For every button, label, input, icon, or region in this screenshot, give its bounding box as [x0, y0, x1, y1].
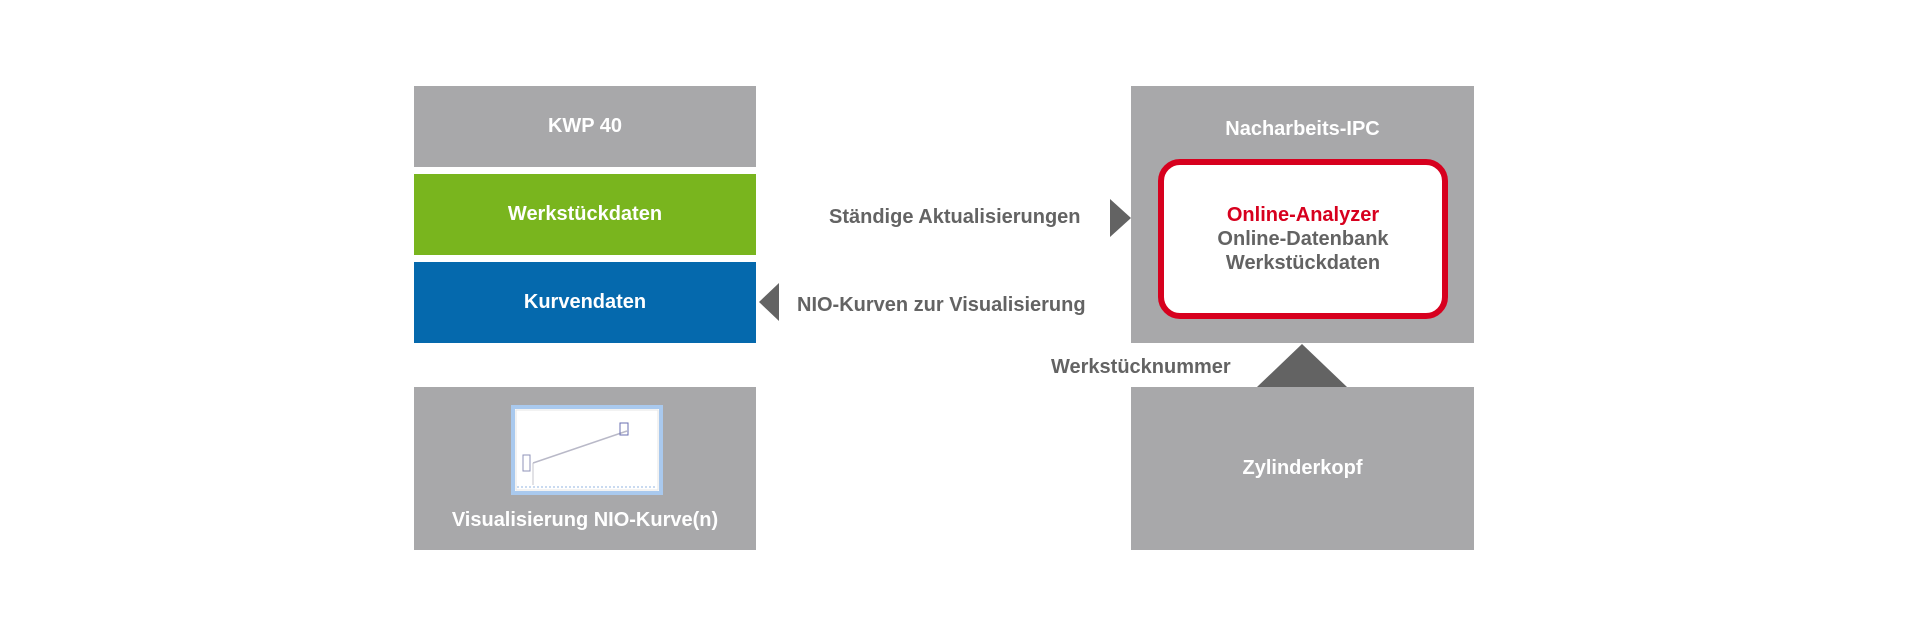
- werkstueckdaten-right-label: Werkstückdaten: [1225, 252, 1381, 274]
- arrow-up-icon: [1257, 344, 1347, 387]
- kwp-label: KWP 40: [547, 115, 623, 137]
- kurvendaten-box: Kurvendaten: [414, 262, 756, 343]
- visualisierung-label: Visualisierung NIO-Kurve(n): [451, 509, 719, 531]
- werkstueckdaten-box: Werkstückdaten: [414, 174, 756, 255]
- werkstuecknummer-label: Werkstücknummer: [1051, 356, 1231, 378]
- kurvendaten-label: Kurvendaten: [523, 291, 647, 313]
- curve-plot-icon: [515, 409, 659, 491]
- online-datenbank-label: Online-Datenbank: [1217, 228, 1389, 250]
- nio-curve-thumbnail: [511, 405, 663, 495]
- zylinderkopf-label: Zylinderkopf: [1242, 457, 1363, 479]
- arrow-right-icon: [1110, 199, 1131, 237]
- kwp-box: KWP 40: [414, 86, 756, 167]
- arrow-left-icon: [759, 283, 779, 321]
- nacharbeits-label: Nacharbeits-IPC: [1225, 118, 1380, 140]
- online-analyzer-label: Online-Analyzer: [1226, 204, 1380, 226]
- zylinderkopf-box: Zylinderkopf: [1131, 387, 1474, 550]
- nio-kurven-label: NIO-Kurven zur Visualisierung: [797, 294, 1086, 316]
- staendige-label: Ständige Aktualisierungen: [829, 206, 1081, 228]
- werkstueckdaten-label: Werkstückdaten: [507, 203, 663, 225]
- online-analyzer-box: Online-Analyzer Online-Datenbank Werkstü…: [1158, 159, 1448, 319]
